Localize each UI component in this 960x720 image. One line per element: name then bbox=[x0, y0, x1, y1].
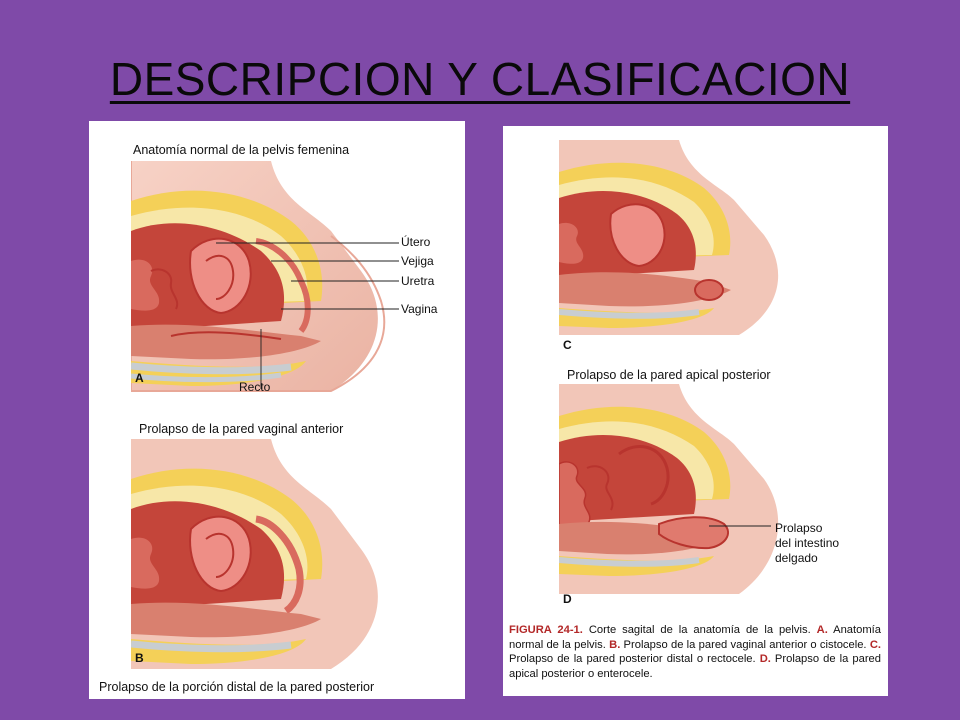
caption-text-2: Anatomía normal de la pelvis. bbox=[509, 624, 881, 651]
figure-d-illustration bbox=[559, 384, 779, 594]
caption-text-3: Prolapso de la pared vaginal anterior o … bbox=[620, 638, 870, 651]
figure-a-heading: Anatomía normal de la pelvis femenina bbox=[133, 143, 350, 157]
figure-c-illustration bbox=[559, 140, 779, 335]
figure-d-letter: D bbox=[563, 592, 572, 606]
caption-letter-a: A. bbox=[816, 624, 828, 636]
caption-text-5: Prolapso de la pared apical posterior o … bbox=[509, 653, 881, 680]
caption-letter-d: D. bbox=[759, 653, 771, 665]
caption-letter-c: C. bbox=[869, 638, 881, 651]
figure-caption: FIGURA 24-1. Corte sagital de la anatomí… bbox=[509, 623, 881, 681]
figure-b-letter: B bbox=[135, 651, 144, 665]
caption-letter-b: B. bbox=[609, 638, 621, 651]
caption-figure-label: FIGURA 24-1. bbox=[509, 624, 583, 636]
label-bladder: Vejiga bbox=[401, 254, 434, 268]
figure-a-illustration bbox=[131, 161, 399, 392]
label-small-bowel-prolapse-2: del intestino bbox=[775, 536, 840, 550]
label-urethra: Uretra bbox=[401, 274, 435, 288]
label-rectum: Recto bbox=[239, 380, 271, 394]
label-uterus: Útero bbox=[401, 235, 431, 249]
figure-a-letter: A bbox=[135, 371, 144, 385]
slide-title: DESCRIPCION Y CLASIFICACION bbox=[109, 53, 851, 105]
label-small-bowel-prolapse-3: delgado bbox=[775, 551, 818, 565]
figure-b-illustration bbox=[131, 439, 378, 669]
left-figure-panel: Anatomía normal de la pelvis femenina Út… bbox=[89, 121, 465, 699]
right-figure-panel: C Prolapso de la pared apical posterior … bbox=[503, 126, 888, 696]
label-vagina: Vagina bbox=[401, 302, 438, 316]
caption-text-1: Corte sagital de la anatomía de la pelvi… bbox=[582, 624, 817, 636]
figure-c-letter: C bbox=[563, 338, 572, 352]
figure-d-heading: Prolapso de la pared apical posterior bbox=[567, 368, 771, 382]
figure-c-heading: Prolapso de la porción distal de la pare… bbox=[99, 680, 375, 694]
caption-text-4: Prolapso de la pared posterior distal o … bbox=[509, 653, 760, 665]
figure-b-heading: Prolapso de la pared vaginal anterior bbox=[139, 422, 344, 436]
label-small-bowel-prolapse-1: Prolapso bbox=[775, 521, 823, 535]
